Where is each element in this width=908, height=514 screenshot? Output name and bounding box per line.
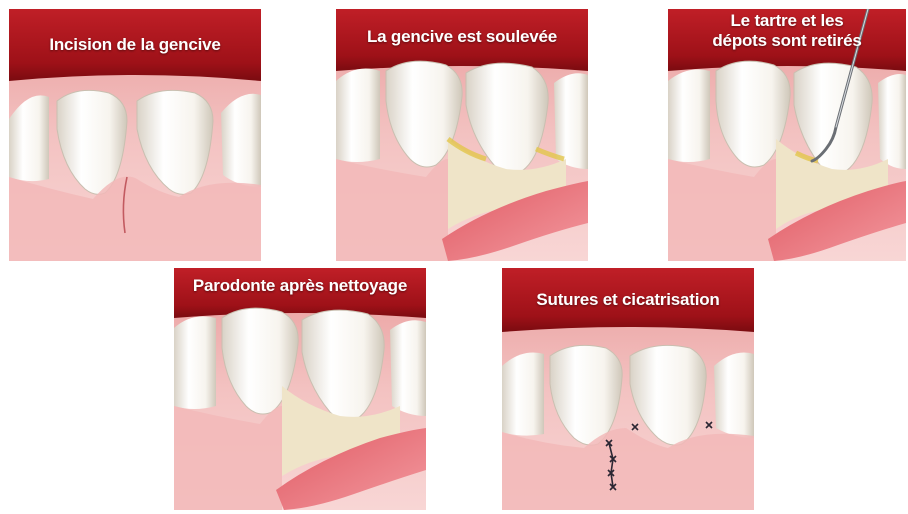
panel-after-cleaning: Parodonte après nettoyage xyxy=(174,268,426,510)
panel-gum-lifted: La gencive est soulevée xyxy=(336,9,588,261)
panel-scaling: Le tartre et les dépots sont retirés xyxy=(668,9,906,261)
caption-scaling: Le tartre et les dépots sont retirés xyxy=(668,11,906,51)
caption-gum-lifted: La gencive est soulevée xyxy=(336,27,588,47)
panel-sutures: Sutures et cicatrisation xyxy=(502,268,754,510)
after-cleaning-illustration xyxy=(174,268,426,510)
caption-sutures: Sutures et cicatrisation xyxy=(502,290,754,310)
panel-incision: Incision de la gencive xyxy=(9,9,261,261)
caption-scaling-line2: dépots sont retirés xyxy=(668,31,906,51)
caption-scaling-line1: Le tartre et les xyxy=(668,11,906,31)
caption-incision: Incision de la gencive xyxy=(9,35,261,55)
caption-after-cleaning: Parodonte après nettoyage xyxy=(174,276,426,296)
